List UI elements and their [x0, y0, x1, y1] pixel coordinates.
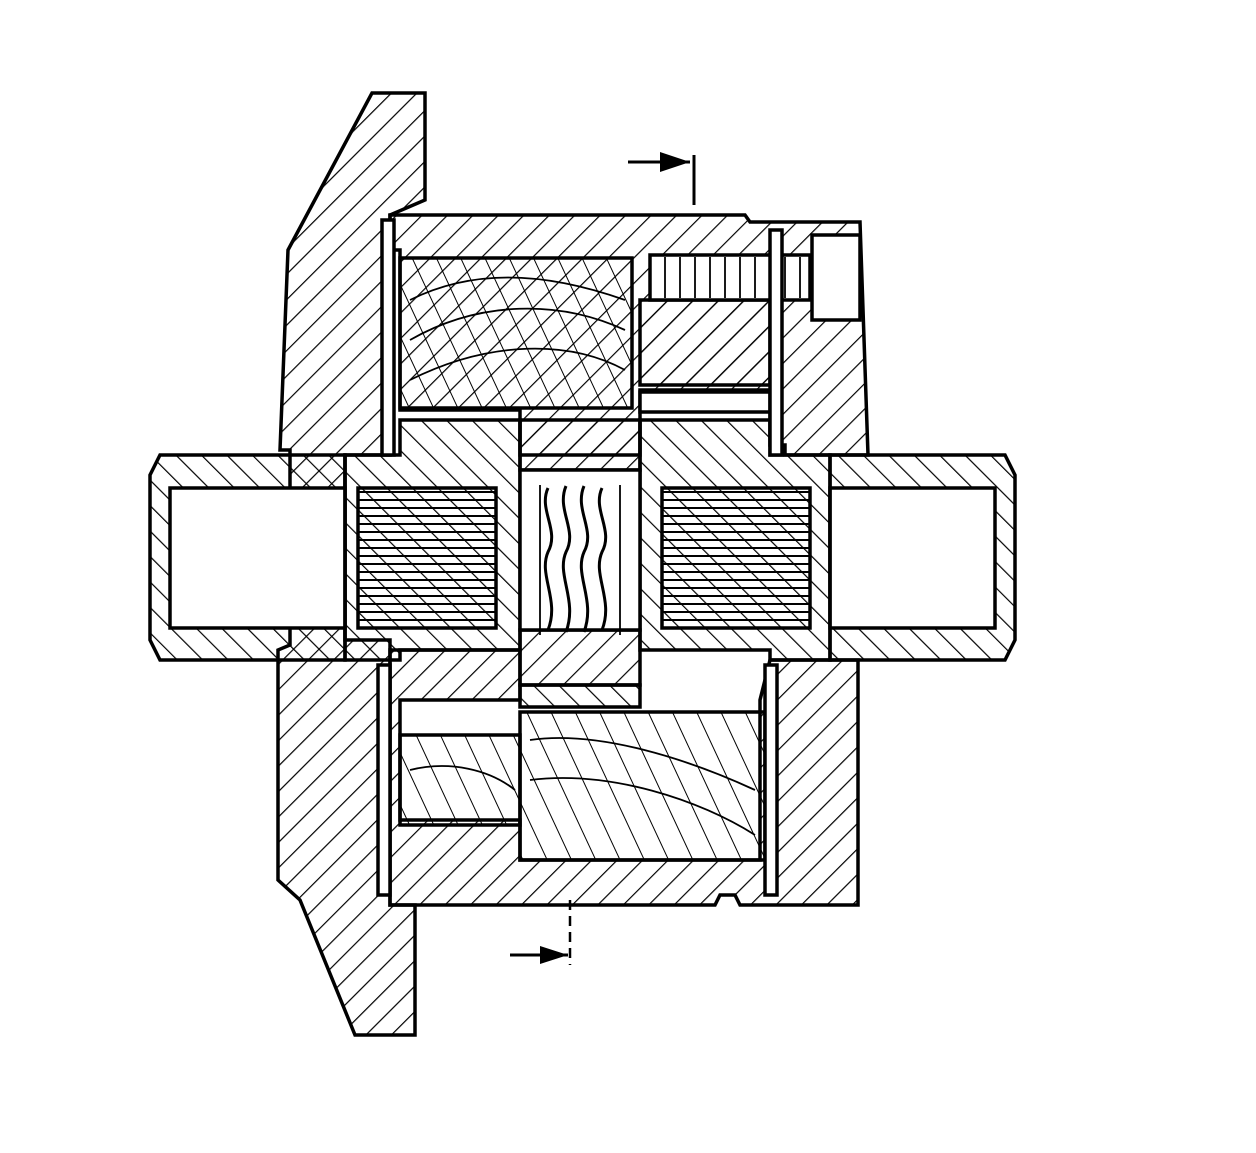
section-arrow-bottom: [510, 900, 572, 965]
lower-element-gear: [398, 710, 767, 862]
right-axle-bore: [828, 486, 997, 630]
upper-element-gear: [398, 256, 634, 410]
bolt-head: [810, 233, 862, 322]
section-arrow-top: [628, 152, 696, 205]
upper-thrust-block: [638, 298, 772, 414]
left-axle-bore: [168, 486, 347, 630]
right-side-gear: [638, 418, 832, 662]
right-shim-ring: [763, 228, 784, 897]
right-axle-stub: [828, 453, 1017, 662]
left-side-gear-splines: [356, 486, 498, 630]
left-axle-stub: [148, 453, 347, 662]
left-side-gear: [343, 418, 522, 662]
left-shim-ring: [376, 218, 396, 897]
spring-cavity: [518, 468, 642, 632]
bolt-threads: [664, 257, 801, 298]
right-side-gear-splines: [660, 486, 812, 630]
preload-springs: [539, 485, 621, 635]
